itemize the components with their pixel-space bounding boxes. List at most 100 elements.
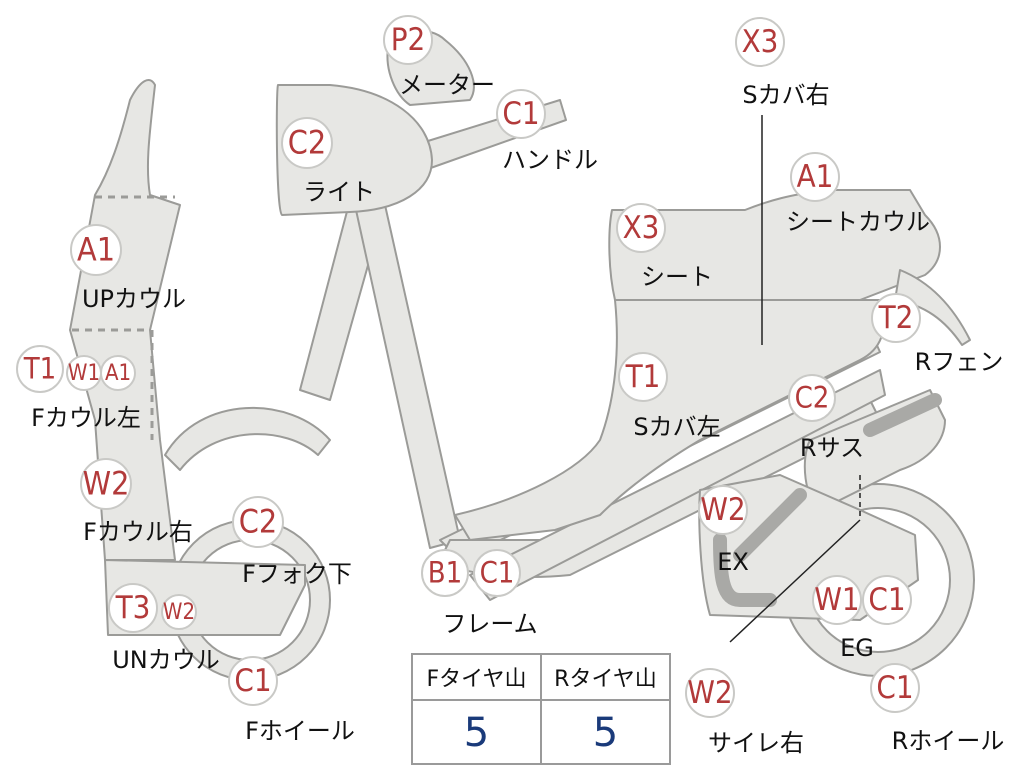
part-label: シート	[641, 263, 713, 291]
part-label: Rホイール	[892, 727, 1005, 755]
part-label: Rサス	[800, 434, 864, 462]
damage-code: B1	[428, 556, 463, 590]
front-tire-value: 5	[463, 710, 490, 756]
part-label: UNカウル	[112, 646, 220, 674]
damage-code: W2	[163, 600, 195, 625]
damage-badge	[870, 663, 920, 713]
part-label: ライト	[303, 178, 375, 206]
damage-badge	[790, 152, 840, 202]
damage-code: T1	[625, 359, 661, 395]
front-cowl-shape	[69, 79, 181, 561]
damage-code: W1	[68, 361, 100, 386]
damage-code: C1	[480, 556, 515, 590]
part-label: フレーム	[442, 610, 537, 638]
damage-badge	[812, 575, 862, 625]
part-light: C2 ライト	[281, 117, 375, 206]
damage-badge	[685, 668, 735, 718]
damage-badge	[232, 496, 284, 548]
damage-code: X3	[623, 210, 660, 246]
part-label: UPカウル	[82, 285, 186, 313]
damage-code: T3	[115, 590, 151, 626]
leader-lines	[729, 115, 861, 643]
tire-tread-table: Fタイヤ山 Rタイヤ山 5 5	[411, 653, 671, 765]
seat-shape	[608, 189, 941, 301]
part-label: Rフェン	[915, 348, 1004, 376]
headlight-shape	[275, 84, 433, 216]
damage-badge	[100, 355, 136, 391]
damage-code: C2	[239, 503, 277, 541]
part-label: Fホイール	[245, 717, 355, 745]
damage-badge	[862, 575, 912, 625]
damage-code: C1	[502, 96, 539, 132]
part-label: Sカバ左	[633, 413, 720, 441]
damage-code: X3	[742, 24, 779, 60]
part-meter: P2 メーター	[383, 15, 495, 99]
rear-tire-value: 5	[540, 701, 669, 765]
damage-badge	[735, 17, 785, 67]
rear-suspension-shape	[803, 389, 946, 511]
part-label: メーター	[399, 71, 495, 99]
damage-code: A1	[105, 361, 131, 386]
damage-code: A1	[797, 159, 834, 195]
damage-code: W2	[700, 492, 745, 528]
damage-badge	[228, 656, 278, 706]
damage-code: T1	[23, 352, 57, 386]
front-tire-header: Fタイヤ山	[426, 667, 527, 692]
damage-badge	[616, 203, 666, 253]
part-label: Fカウル左	[31, 404, 141, 432]
damage-code: C2	[288, 124, 326, 162]
damage-badge	[383, 15, 433, 65]
damage-code: A1	[77, 231, 115, 269]
part-label: EX	[717, 548, 749, 576]
motorcycle-outline	[69, 29, 975, 681]
cowl-separators	[72, 195, 175, 440]
damage-code: T2	[878, 300, 914, 336]
damage-badge	[16, 345, 64, 393]
damage-code: P2	[391, 22, 426, 58]
damage-badge	[108, 583, 158, 633]
part-label: サイレ右	[708, 729, 804, 757]
damage-badge	[788, 374, 836, 422]
part-seat: X3 シート	[616, 203, 713, 291]
damage-code: C2	[795, 381, 830, 415]
part-label: Fフォク下	[242, 560, 352, 588]
exhaust-pipe-shape	[713, 533, 777, 607]
damage-badge	[161, 594, 197, 630]
part-label: ハンドル	[502, 146, 598, 174]
damage-badge	[80, 458, 132, 510]
damage-badge	[618, 352, 668, 402]
damage-badge	[281, 117, 333, 169]
part-label: EG	[840, 634, 874, 662]
damage-code: W1	[814, 582, 859, 618]
damage-badge	[473, 549, 521, 597]
part-label: Sカバ右	[742, 81, 829, 109]
part-muffler-r: W2 サイレ右	[685, 668, 804, 757]
part-label: シートカウル	[786, 208, 930, 236]
damage-code: W2	[83, 465, 130, 503]
part-seat-cowl: A1 シートカウル	[786, 152, 930, 236]
damage-badge	[70, 224, 122, 276]
damage-code: C1	[868, 582, 905, 618]
part-label: Fカウル右	[83, 518, 193, 546]
rear-tire-header: Rタイヤ山	[540, 655, 669, 699]
damage-code: W2	[687, 675, 732, 711]
damage-code: C1	[876, 670, 913, 706]
damage-badge	[698, 485, 748, 535]
side-cover-shape	[454, 299, 885, 541]
damage-badge	[496, 89, 546, 139]
part-handle: C1 ハンドル	[496, 89, 598, 174]
